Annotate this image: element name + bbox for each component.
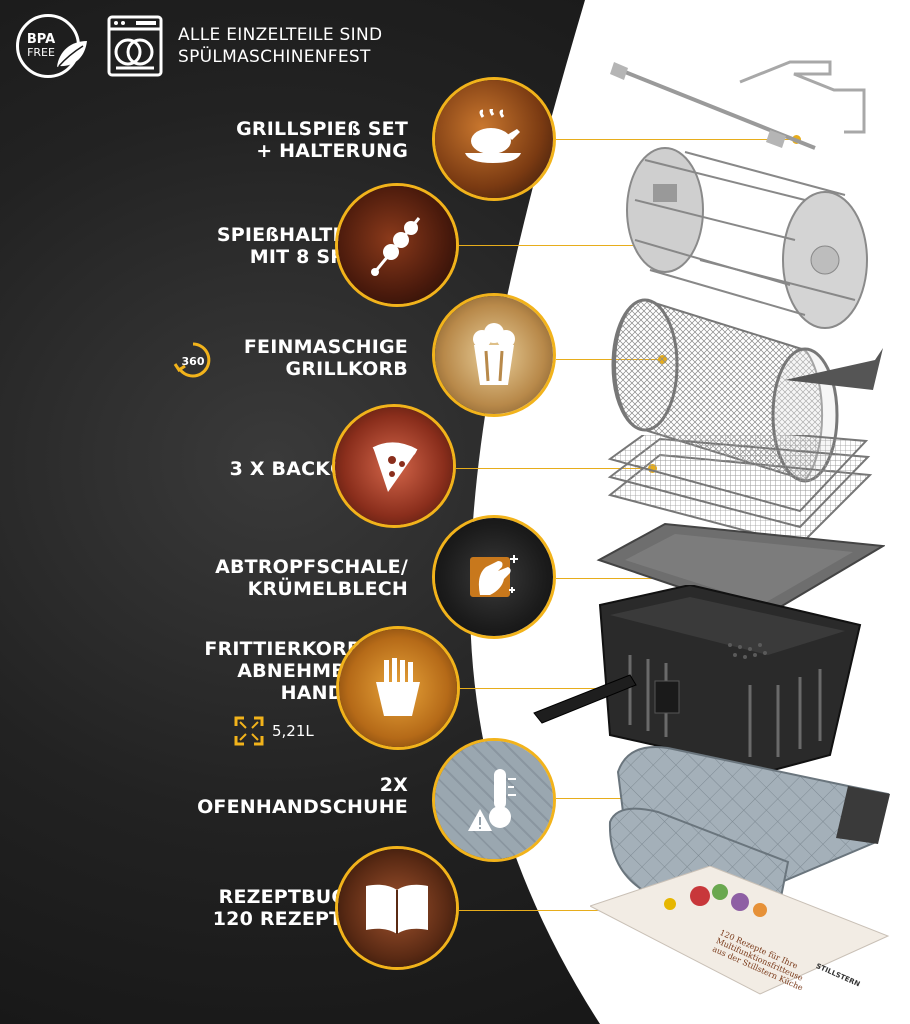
feature-label-drip-tray: ABTROPFSCHALE/ KRÜMELBLECH: [215, 556, 408, 600]
feature-line: FEINMASCHIGE: [243, 336, 408, 358]
leaf-icon: [57, 41, 87, 67]
dishwasher-line2: SPÜLMASCHINENFEST: [178, 47, 371, 67]
book-icon: [366, 884, 428, 934]
leader-line: [459, 910, 621, 911]
feature-label-rotisserie: GRILLSPIEß SET + HALTERUNG: [236, 118, 408, 162]
feature-circle-recipes: [335, 846, 459, 970]
fry-basket-image: [533, 585, 862, 773]
feature-circle-fries: [336, 626, 460, 750]
rotisserie-spit-image: [610, 60, 866, 150]
feature-label-oven-gloves: 2X OFENHANDSCHUHE: [197, 774, 408, 818]
leader-line: [556, 578, 694, 579]
bpa-label: BPA: [26, 32, 56, 47]
cleaning-hand-icon: [470, 555, 518, 597]
feature-circle-gloves: [432, 738, 556, 862]
roast-chicken-icon: [465, 109, 521, 163]
feature-circle-popcorn: [432, 293, 556, 417]
feature-line: KRÜMELBLECH: [247, 578, 408, 600]
thermometer-icon: [468, 769, 516, 831]
header-badges: BPA FREE ALLE EINZELTEILE SIND SPÜLMASCH…: [16, 14, 382, 78]
leader-line: [556, 359, 662, 360]
pizza-icon: [372, 442, 418, 492]
feature-line: OFENHANDSCHUHE: [197, 796, 408, 818]
fries-icon: [376, 658, 420, 716]
feature-line: GRILLKORB: [285, 358, 408, 380]
leader-line: [556, 139, 796, 140]
expand-icon: [234, 716, 264, 746]
dishwasher-safe-text: ALLE EINZELTEILE SIND SPÜLMASCHINENFEST: [178, 24, 382, 68]
leader-line: [459, 245, 654, 246]
leader-line: [456, 468, 652, 469]
skewer-icon: [371, 217, 421, 276]
dishwasher-icon: [107, 15, 163, 77]
capacity-badge: 5,21L: [234, 716, 314, 746]
feature-label-grill-basket: FEINMASCHIGE GRILLKORB: [244, 336, 408, 380]
recipe-book-image: 120 Rezepte für Ihre Multifunktionsfritt…: [590, 866, 890, 996]
baking-racks-image: [607, 435, 873, 547]
feature-line: 2X: [379, 774, 408, 796]
feature-circle-cleaning: [432, 515, 556, 639]
feature-line: ABTROPFSCHALE/: [215, 556, 408, 578]
free-label: FREE: [27, 46, 55, 59]
feature-line: + HALTERUNG: [256, 140, 408, 162]
feature-line: GRILLSPIEß SET: [236, 118, 408, 140]
leader-line: [460, 688, 632, 689]
feature-circle-skewer: [335, 183, 459, 307]
capacity-text: 5,21L: [272, 722, 314, 740]
feature-circle-pizza: [332, 404, 456, 528]
skewer-holder-image: [626, 147, 868, 329]
rotation-360-icon: 360: [173, 342, 211, 378]
feature-circle-rotisserie: [432, 77, 556, 201]
popcorn-icon: [473, 323, 515, 385]
badge-360-text: 360: [182, 355, 205, 368]
dishwasher-line1: ALLE EINZELTEILE SIND: [178, 25, 383, 45]
bpa-free-badge: BPA FREE: [16, 14, 87, 78]
